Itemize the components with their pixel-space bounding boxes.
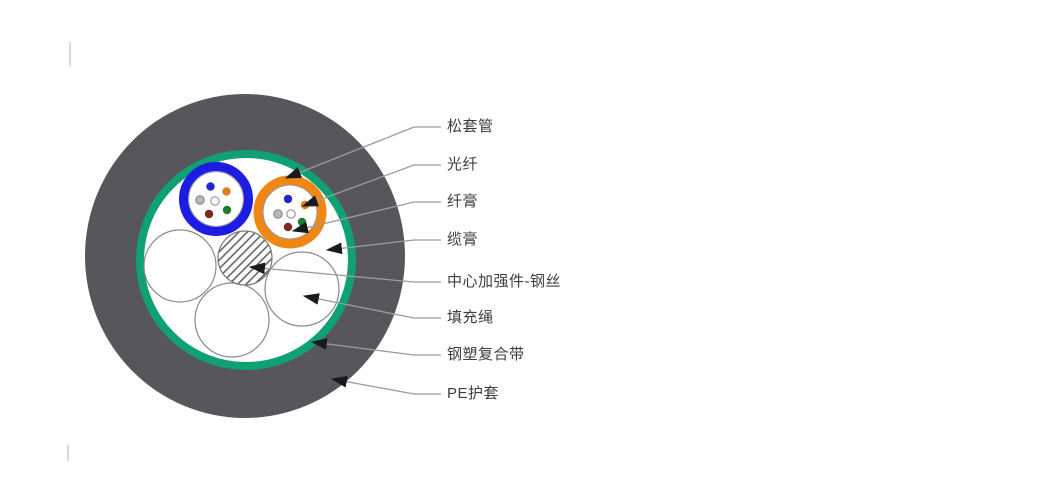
leader-fiber-gel (291, 201, 441, 234)
leader-strength-member (248, 262, 441, 283)
leader-optical-fiber (301, 164, 441, 207)
label-fiber-gel: 纤膏 (447, 193, 479, 210)
loose-tube-orange (253, 175, 327, 249)
leader-pe-sheath (330, 375, 441, 395)
leader-filler-rope (302, 293, 441, 319)
leader-lines (248, 126, 441, 395)
leader-cable-gel (325, 239, 441, 255)
cross-section-figure: 松套管 光纤 纤膏 缆膏 中心加强件-钢丝 填充绳 钢塑复合带 PE护套 (67, 42, 561, 461)
artifact-line (69, 42, 71, 66)
leader-steel-tape (310, 338, 441, 356)
cross-section-drawing (85, 94, 441, 418)
leader-loose-tube (284, 126, 441, 179)
fiber-dots-blue-tube (195, 182, 232, 219)
cable-photo-figure (560, 0, 1053, 488)
label-central-strength-member: 中心加强件-钢丝 (447, 273, 561, 290)
filler-rope-circle (194, 282, 270, 358)
loose-tube-blue (179, 162, 253, 236)
label-steel-plastic-tape: 钢塑复合带 (447, 346, 525, 363)
filler-rope-circle (264, 251, 340, 327)
filler-rope-circle (143, 229, 217, 303)
label-loose-tube: 松套管 (447, 118, 494, 135)
central-strength-member (217, 230, 273, 286)
label-pe-sheath: PE护套 (447, 385, 500, 402)
artifact-line (67, 445, 69, 461)
label-filler-rope: 填充绳 (447, 309, 494, 326)
label-cable-gel: 缆膏 (447, 231, 479, 248)
label-optical-fiber: 光纤 (447, 156, 479, 173)
